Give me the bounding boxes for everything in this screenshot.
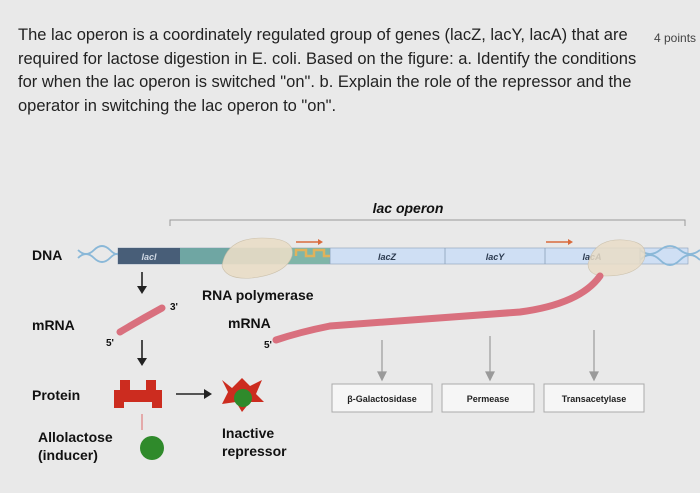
product-arrows xyxy=(377,330,599,382)
inactive-label: Inactive xyxy=(222,425,274,441)
repressor-label: repressor xyxy=(222,443,287,459)
lac-operon-figure: lac operon DNA lacI lacZ lacY lacA xyxy=(0,180,700,488)
permease-label: Permease xyxy=(467,394,510,404)
rna-polymerase-right xyxy=(587,239,646,277)
transacetylase-label: Transacetylase xyxy=(562,394,627,404)
lacy-label: lacY xyxy=(486,252,506,262)
inactive-repressor-shape xyxy=(222,378,264,412)
mrna-long-strand xyxy=(272,272,604,344)
mrna-left-strand xyxy=(116,304,166,336)
operon-bracket xyxy=(169,219,686,226)
transacetylase-box xyxy=(543,383,645,413)
five-prime-right: 5' xyxy=(264,340,272,351)
points-label: 4 points xyxy=(654,31,697,45)
dna-helix-left xyxy=(77,245,121,263)
inducer-label: (inducer) xyxy=(38,447,98,463)
laci-gene xyxy=(118,248,180,264)
galactosidase-label: β-Galactosidase xyxy=(347,394,417,404)
laci-label: lacI xyxy=(141,252,157,262)
operon-label: lac operon xyxy=(373,200,444,216)
operator-zigzag xyxy=(294,248,330,258)
mrna-label-left: mRNA xyxy=(32,317,75,333)
dna-helix-right xyxy=(639,245,700,266)
allolactose-label: Allolactose xyxy=(38,429,113,445)
mrna-label-right: mRNA xyxy=(228,315,271,331)
lacz-label: lacZ xyxy=(378,252,397,262)
active-repressor xyxy=(114,380,162,408)
dna-label: DNA xyxy=(32,247,62,263)
rna-polymerase-label: RNA polymerase xyxy=(202,287,314,303)
bound-inducer xyxy=(234,389,252,407)
protein-label: Protein xyxy=(32,387,80,403)
galactosidase-box xyxy=(331,383,433,413)
question-text: The lac operon is a coordinately regulat… xyxy=(18,26,637,115)
five-prime-left: 5' xyxy=(106,338,114,349)
permease-box xyxy=(441,383,535,413)
rna-polymerase-shape xyxy=(221,237,293,279)
three-prime-left: 3' xyxy=(170,302,178,313)
allolactose-molecule xyxy=(140,436,164,460)
